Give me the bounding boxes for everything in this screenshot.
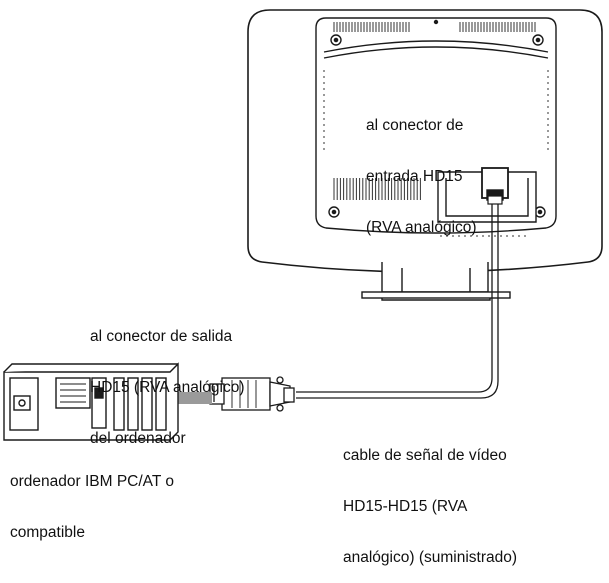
pc-output-line-1: al conector de salida [90,328,233,345]
cable-label: cable de señal de vídeo HD15-HD15 (RVA a… [343,413,517,583]
vga-connector-icon [209,376,295,412]
connection-diagram [3,9,603,441]
monitor-input-line-2: entrada HD15 [366,168,463,185]
cable-line-2: HD15-HD15 (RVA [343,498,468,515]
pc-output-line-3: del ordenador [90,430,186,447]
computer-line-2: compatible [10,524,85,541]
pc-output-label: al conector de salida HD15 (RVA analógic… [90,294,245,464]
video-cable [296,195,503,399]
monitor-vents-icon [323,22,549,237]
cable-line-1: cable de señal de vídeo [343,447,507,464]
monitor-input-line-1: al conector de [366,117,464,134]
cable-line-3: analógico) (suministrado) [343,549,518,566]
monitor-input-line-3: (RVA analógico) [366,219,477,236]
monitor-rear-icon [247,9,603,301]
computer-label: ordenador IBM PC/AT o compatible [10,439,174,558]
computer-rear-icon [3,362,179,441]
pc-output-line-2: HD15 (RVA analógico) [90,379,245,396]
computer-line-1: ordenador IBM PC/AT o [10,473,174,490]
monitor-input-label: al conector de entrada HD15 (RVA analógi… [366,83,477,253]
